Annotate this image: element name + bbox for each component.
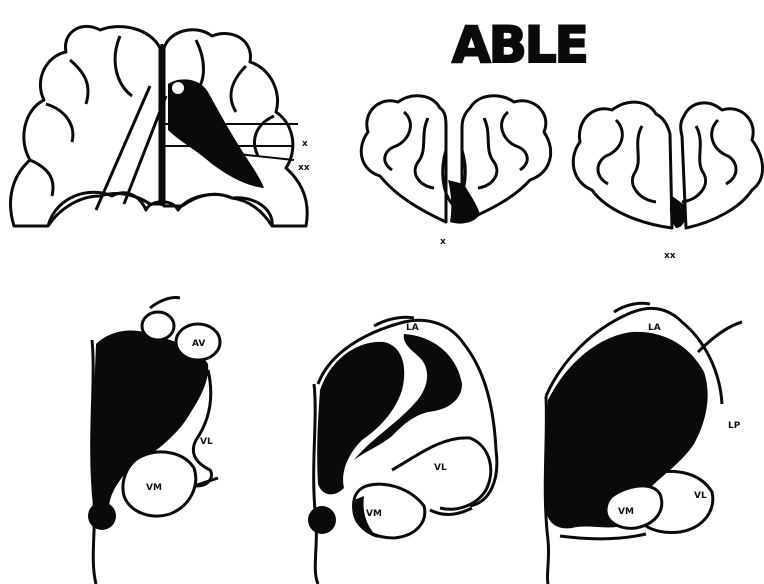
panel3-la-label: LA — [648, 323, 661, 333]
panel3-vl-label: VL — [694, 491, 707, 501]
coronal-xx-gyrus-l2 — [632, 126, 656, 202]
left-gyrus-1 — [115, 36, 132, 96]
thalamus-panel-2: LA VL VM — [308, 317, 497, 584]
panel3-lp-label: LP — [728, 421, 741, 431]
left-hemisphere-outline — [11, 26, 160, 226]
coronal-x-label: x — [440, 237, 446, 247]
panel2-la-label: LA — [406, 323, 419, 333]
panel1-vl-label: VL — [200, 437, 213, 447]
coronal-xx-gyrus-r1 — [712, 120, 736, 184]
coronal-x-outline-left — [361, 96, 446, 222]
thalamus-panel-3: LA LP VL VM — [545, 303, 742, 584]
left-gyrus-3 — [46, 104, 73, 142]
panel2-dot — [308, 506, 336, 534]
coronal-x-gyrus-l1 — [385, 112, 411, 170]
right-gyrus-3 — [255, 116, 274, 156]
panel1-small-nucleus — [142, 312, 174, 340]
coronal-xx-outline-right — [681, 103, 763, 228]
panel1-top-line — [150, 297, 180, 308]
left-gyrus-2 — [70, 60, 88, 104]
panel1-vm-label: VM — [146, 483, 162, 493]
panel1-av-label: AV — [192, 339, 205, 349]
right-gyrus-2 — [231, 66, 246, 112]
thalamus-panel-1: AV VL VM — [88, 297, 220, 584]
panel2-midline — [314, 384, 318, 584]
panel2-vm-label: VM — [366, 509, 382, 519]
panel2-vl-label: VL — [434, 463, 447, 473]
coronal-x-gyrus-l2 — [415, 118, 434, 188]
panel3-bottom-line — [560, 534, 646, 539]
thalamic-lesion — [168, 79, 264, 188]
coronal-x-gyrus-r1 — [502, 112, 528, 170]
marker-upper-label: x — [302, 139, 308, 149]
left-gyrus-4 — [30, 160, 53, 196]
marker-lower-label: xx — [298, 163, 310, 173]
coronal-xx-gyrus-l1 — [598, 120, 622, 184]
panel3-right-line — [698, 322, 742, 352]
coronal-x-gyrus-r2 — [478, 118, 497, 188]
panel3-vm-label: VM — [618, 507, 634, 517]
coronal-xx-outline-left — [573, 102, 672, 228]
coronal-xx-label: xx — [664, 251, 676, 261]
lesion-spot — [172, 82, 184, 94]
coronal-x-lesion — [448, 180, 480, 224]
figure-title: ABLE — [452, 16, 587, 74]
coronal-section-xx — [573, 102, 762, 228]
panel1-dot — [88, 502, 116, 530]
horizontal-brain-section — [11, 26, 308, 226]
